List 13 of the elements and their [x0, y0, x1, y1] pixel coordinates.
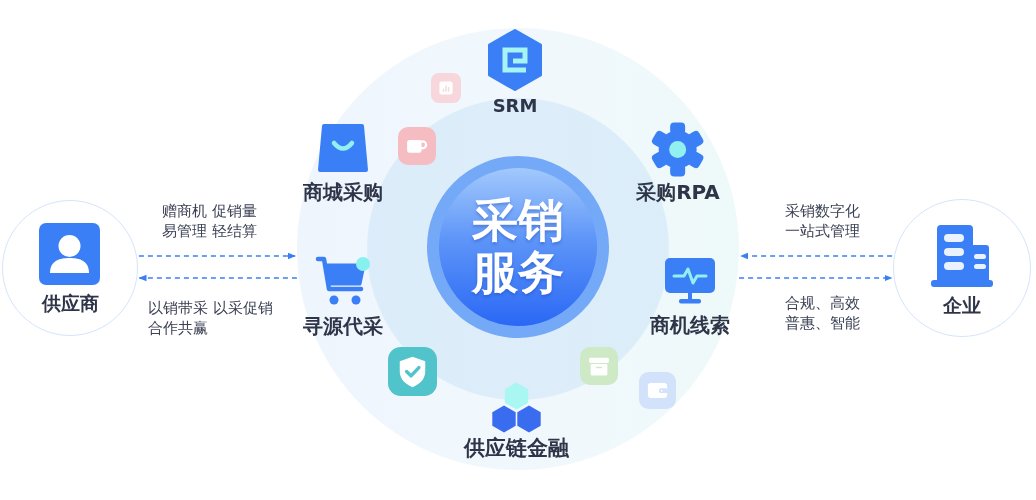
node-label: 采购RPA — [636, 179, 720, 205]
dashed-arrow — [740, 252, 893, 260]
node-label: 采销服务 — [470, 195, 565, 299]
node-label: SRM — [492, 94, 538, 118]
node-label: 企业 — [943, 292, 981, 318]
node-label: 供应链金融 — [463, 435, 569, 462]
node-label: 寻源代采 — [303, 313, 383, 339]
node-label: 供应商 — [41, 290, 99, 316]
dashed-arrow — [738, 274, 893, 282]
node-label: 商机线索 — [650, 312, 730, 338]
dashed-arrow — [138, 274, 298, 282]
dashed-arrow — [138, 252, 296, 260]
node-label: 商城采购 — [303, 179, 383, 205]
